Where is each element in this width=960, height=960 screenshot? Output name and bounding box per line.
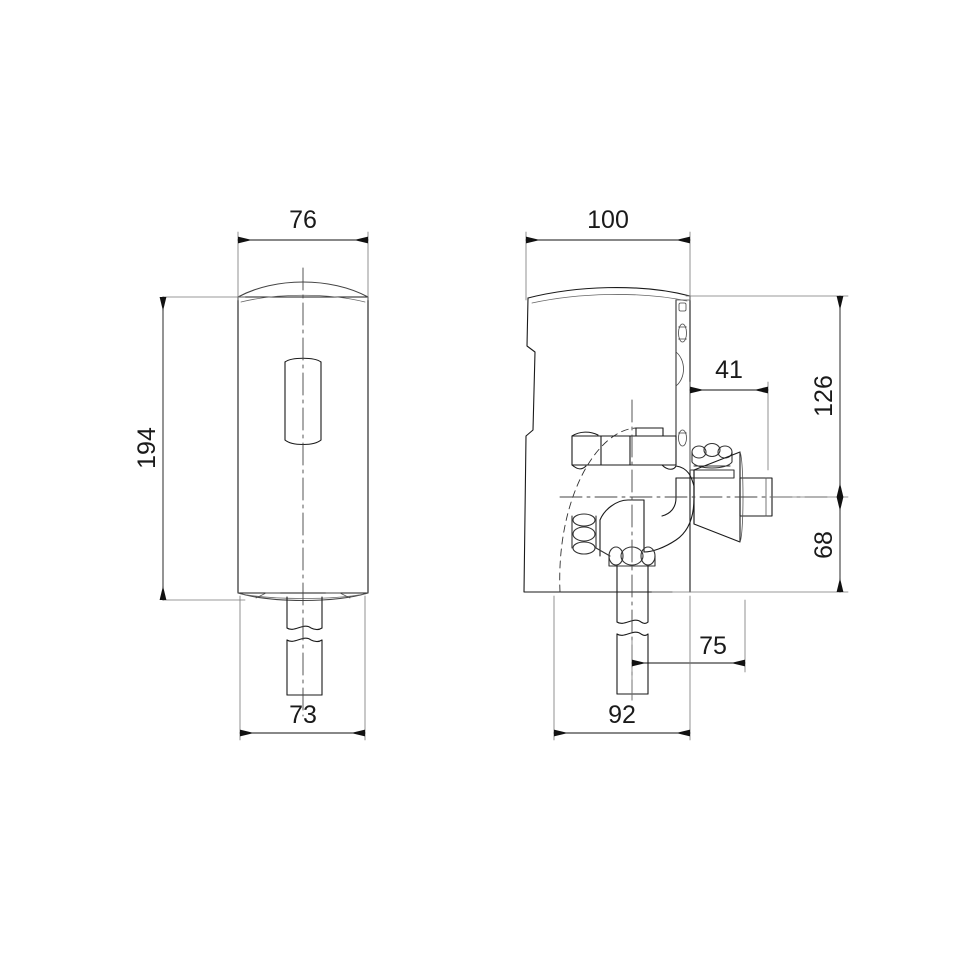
dim-label-92: 92 (608, 701, 636, 729)
dim-label-41: 41 (715, 356, 743, 384)
dim-label-75: 75 (699, 632, 727, 660)
dim-label-100: 100 (587, 206, 629, 234)
front-view-geometry (237, 267, 369, 717)
dim-label-76: 76 (289, 206, 317, 234)
side-view-geometry (523, 286, 829, 701)
side-port (571, 513, 611, 557)
front-view-dimensions (159, 231, 369, 741)
dim-label-126: 126 (810, 375, 838, 417)
dim-label-73: 73 (289, 701, 317, 729)
valve-bonnet-nuts (689, 442, 735, 479)
dim-label-194: 194 (133, 427, 161, 469)
mounting-bracket (675, 302, 687, 447)
hidden-dome-outline (559, 427, 637, 593)
inlet-coupling (608, 546, 656, 567)
dim-label-68: 68 (810, 531, 838, 559)
side-view-dimensions (525, 231, 849, 741)
outlet-tube-front (286, 596, 323, 696)
valve-body (599, 465, 695, 557)
valve-cap-block (571, 427, 677, 470)
inlet-tube-side (616, 565, 649, 695)
